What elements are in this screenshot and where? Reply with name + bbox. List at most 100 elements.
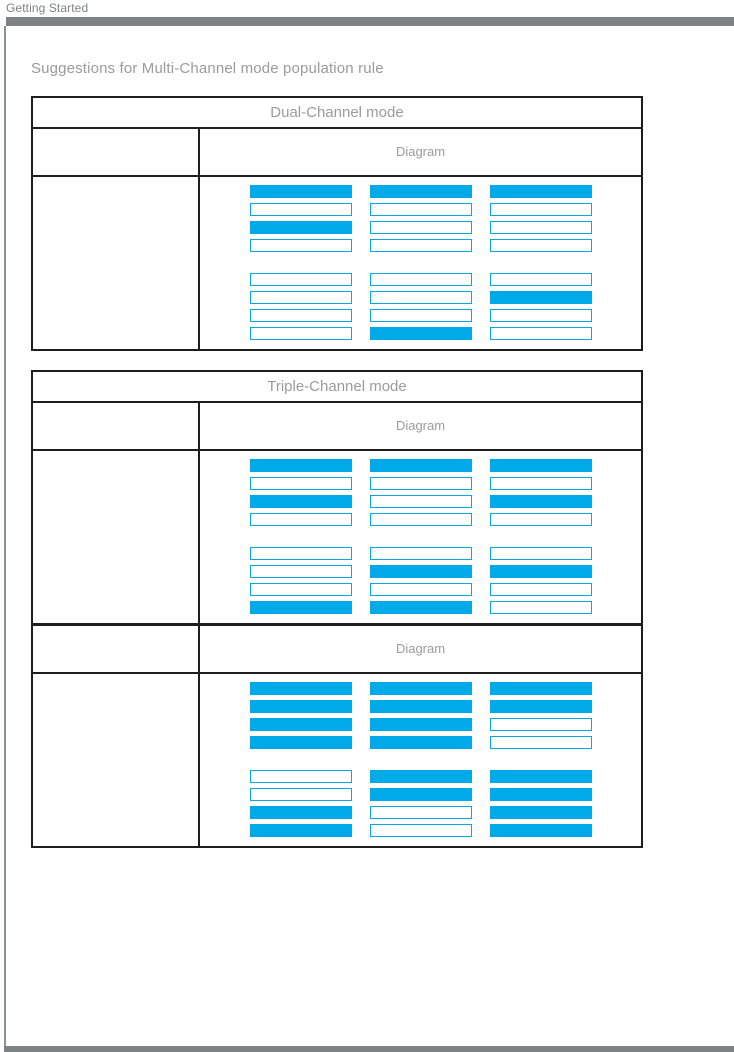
memory-slot-empty bbox=[249, 547, 352, 560]
page-left-edge bbox=[4, 26, 6, 1046]
page-title: Suggestions for Multi-Channel mode popul… bbox=[31, 60, 384, 77]
row-label-cell bbox=[33, 177, 200, 349]
memory-slot-filled bbox=[369, 736, 472, 749]
memory-slot-empty bbox=[249, 583, 352, 596]
slot-group-bottom bbox=[369, 547, 472, 614]
memory-slot-empty bbox=[369, 824, 472, 837]
table-row: Dual-Channel mode bbox=[33, 98, 641, 127]
memory-slot-empty bbox=[249, 203, 352, 216]
slot-group-bottom bbox=[249, 770, 352, 837]
memory-slot-filled bbox=[489, 824, 592, 837]
memory-slot-empty bbox=[489, 477, 592, 490]
memory-slot-empty bbox=[249, 239, 352, 252]
memory-slot-filled bbox=[249, 221, 352, 234]
memory-slot-empty bbox=[369, 203, 472, 216]
memory-slot-filled bbox=[489, 700, 592, 713]
memory-slot-filled bbox=[489, 770, 592, 783]
memory-slot-empty bbox=[369, 583, 472, 596]
table-row bbox=[33, 175, 641, 349]
slot-group-separator bbox=[250, 252, 352, 273]
memory-slot-filled bbox=[489, 495, 592, 508]
memory-slot-filled bbox=[369, 700, 472, 713]
memory-slot-empty bbox=[369, 309, 472, 322]
slot-group-separator bbox=[250, 526, 352, 547]
slot-column bbox=[249, 682, 352, 837]
memory-slot-filled bbox=[369, 459, 472, 472]
memory-slot-empty bbox=[489, 327, 592, 340]
slot-group-bottom bbox=[369, 770, 472, 837]
memory-slot-filled bbox=[489, 682, 592, 695]
slot-column bbox=[369, 185, 472, 340]
memory-slot-empty bbox=[489, 601, 592, 614]
slot-group-top bbox=[249, 459, 352, 526]
slot-group-bottom bbox=[489, 273, 592, 340]
row-label-cell bbox=[33, 674, 200, 846]
memory-slot-filled bbox=[369, 601, 472, 614]
memory-slot-empty bbox=[369, 273, 472, 286]
table-row: Diagram bbox=[33, 401, 641, 449]
memory-slot-filled bbox=[489, 459, 592, 472]
slot-column bbox=[369, 682, 472, 837]
row-label-cell bbox=[33, 451, 200, 623]
memory-slot-filled bbox=[369, 565, 472, 578]
row-label-cell bbox=[33, 626, 200, 672]
memory-slot-empty bbox=[249, 513, 352, 526]
channel-diagram bbox=[200, 177, 641, 349]
slot-group-top bbox=[369, 185, 472, 252]
memory-slot-filled bbox=[369, 718, 472, 731]
memory-slot-filled bbox=[369, 327, 472, 340]
row-label-cell bbox=[33, 403, 200, 449]
slot-column bbox=[489, 682, 592, 837]
slot-group-bottom bbox=[489, 547, 592, 614]
memory-slot-filled bbox=[489, 185, 592, 198]
slot-group-bottom bbox=[249, 547, 352, 614]
diagram-column-header: Diagram bbox=[395, 418, 446, 433]
slot-column bbox=[489, 459, 592, 614]
table-row bbox=[33, 449, 641, 623]
memory-slot-empty bbox=[369, 547, 472, 560]
slot-group-separator bbox=[490, 252, 592, 273]
diagram-column-header: Diagram bbox=[395, 641, 446, 656]
slot-group-separator bbox=[370, 252, 472, 273]
diagram-column-header: Diagram bbox=[395, 144, 446, 159]
memory-slot-empty bbox=[489, 221, 592, 234]
memory-slot-filled bbox=[369, 788, 472, 801]
memory-slot-empty bbox=[249, 291, 352, 304]
mode-title: Dual-Channel mode bbox=[270, 104, 404, 121]
memory-slot-empty bbox=[249, 477, 352, 490]
memory-slot-empty bbox=[369, 477, 472, 490]
slot-column bbox=[249, 459, 352, 614]
memory-slot-empty bbox=[489, 273, 592, 286]
memory-slot-empty bbox=[369, 495, 472, 508]
memory-slot-filled bbox=[249, 824, 352, 837]
memory-slot-empty bbox=[369, 291, 472, 304]
memory-slot-filled bbox=[249, 601, 352, 614]
memory-slot-empty bbox=[489, 513, 592, 526]
memory-slot-empty bbox=[249, 273, 352, 286]
memory-slot-empty bbox=[249, 309, 352, 322]
memory-slot-empty bbox=[489, 547, 592, 560]
memory-slot-empty bbox=[249, 327, 352, 340]
slot-group-bottom bbox=[249, 273, 352, 340]
memory-slot-filled bbox=[369, 185, 472, 198]
diagram-cell bbox=[200, 674, 641, 846]
memory-slot-empty bbox=[489, 239, 592, 252]
memory-slot-filled bbox=[249, 682, 352, 695]
slot-group-separator bbox=[490, 749, 592, 770]
slot-group-separator bbox=[490, 526, 592, 547]
breadcrumb: Getting Started bbox=[6, 1, 89, 15]
memory-slot-filled bbox=[489, 806, 592, 819]
memory-slot-filled bbox=[249, 495, 352, 508]
memory-slot-empty bbox=[249, 770, 352, 783]
slot-group-top bbox=[369, 682, 472, 749]
memory-slot-filled bbox=[489, 788, 592, 801]
memory-slot-filled bbox=[249, 806, 352, 819]
slot-group-top bbox=[249, 682, 352, 749]
memory-slot-filled bbox=[249, 736, 352, 749]
slot-group-separator bbox=[250, 749, 352, 770]
table-row: Diagram bbox=[33, 127, 641, 175]
memory-slot-empty bbox=[489, 736, 592, 749]
header-divider-bar bbox=[6, 17, 734, 26]
